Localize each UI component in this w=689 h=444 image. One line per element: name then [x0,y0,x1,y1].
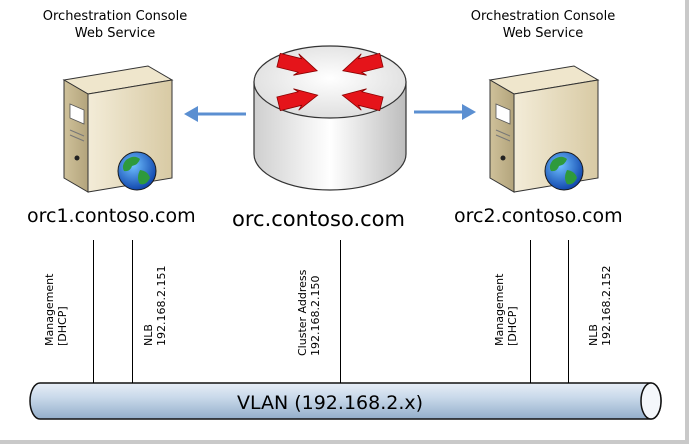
server1-role-label: Orchestration Console Web Service [20,8,210,42]
vlan-pipe [29,382,662,420]
router-icon [253,45,407,191]
server2-role-label: Orchestration Console Web Service [448,8,638,42]
server2-icon [488,65,600,193]
server2-hostname: orc2.contoso.com [454,205,623,227]
server1-role-line2: Web Service [74,26,156,41]
server1-role-line1: Orchestration Console [42,9,188,24]
server1-hostname: orc1.contoso.com [27,205,196,227]
connection-line [340,240,341,383]
globe-icon [117,151,157,191]
connection-line [530,240,531,383]
connection-line [568,240,569,383]
arrow-left-icon [184,106,246,122]
router-hostname: orc.contoso.com [232,207,405,231]
server2-role-line1: Orchestration Console [470,9,616,24]
connection-label-orc1-management: Management[DHCP] [43,273,69,346]
arrow-right-icon [414,104,476,120]
connection-line [132,240,133,383]
server1-icon [62,65,174,193]
connection-line [93,240,94,383]
server2-role-line2: Web Service [502,26,584,41]
vlan-label: VLAN (192.168.2.x) [236,392,424,414]
connection-label-orc2-management: Management[DHCP] [493,273,519,346]
globe-icon [544,151,584,191]
